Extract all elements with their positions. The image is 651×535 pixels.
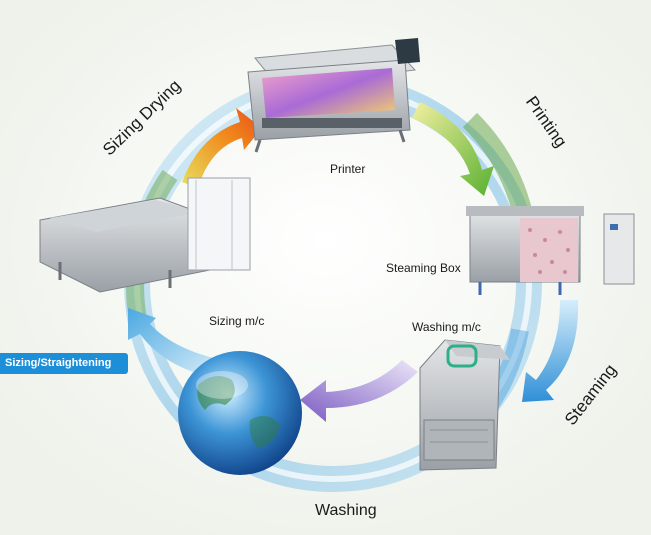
stage-label-washing: Washing [315, 502, 377, 519]
arrow-printing [412, 102, 494, 196]
arrow-washing [300, 360, 418, 422]
machine-label-washing-mc: Washing m/c [412, 320, 481, 334]
stage-badge-sizing-straightening: Sizing/Straightening [0, 353, 128, 374]
washing-globe-image [178, 351, 302, 475]
machine-label-steaming-box: Steaming Box [386, 261, 461, 275]
washing-machine-image [419, 339, 510, 471]
printer-machine-image [247, 38, 420, 153]
arrow-steaming [522, 300, 579, 402]
sizing-machine-image [39, 177, 251, 293]
machine-label-printer: Printer [330, 162, 366, 176]
steaming-box-machine-image [466, 206, 635, 295]
machine-label-sizing-mc: Sizing m/c [209, 314, 265, 328]
arrow-sizing-drying [182, 108, 262, 188]
